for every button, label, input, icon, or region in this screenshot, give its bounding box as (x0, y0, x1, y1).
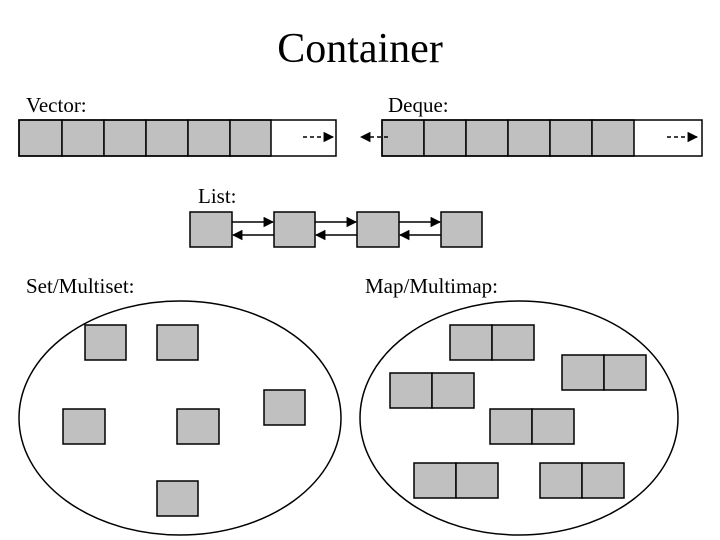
map-pair (413, 462, 499, 499)
vector-element (61, 119, 105, 157)
map-value (581, 462, 625, 499)
map-key (489, 408, 533, 445)
deque-element (549, 119, 593, 157)
vector-element (229, 119, 272, 157)
list-label: List: (198, 184, 237, 208)
deque-diagram (359, 119, 703, 157)
deque-element (465, 119, 509, 157)
map-key (449, 324, 493, 361)
list-node (356, 211, 400, 248)
list-node (189, 211, 233, 248)
deque-label: Deque: (388, 93, 449, 117)
set-element (156, 324, 199, 361)
map-multimap-label: Map/Multimap: (365, 274, 498, 298)
vector-element (145, 119, 189, 157)
set-multiset-diagram (18, 300, 342, 536)
vector-label: Vector: (26, 93, 87, 117)
map-key (413, 462, 457, 499)
map-pair (449, 324, 535, 361)
map-key (561, 354, 605, 391)
set-element (176, 408, 220, 445)
set-element (62, 408, 106, 445)
map-key (539, 462, 583, 499)
deque-element (507, 119, 551, 157)
list-diagram (189, 211, 483, 248)
map-value (531, 408, 575, 445)
list-node (273, 211, 316, 248)
set-element (84, 324, 127, 361)
map-pair (539, 462, 625, 499)
deque-element (423, 119, 467, 157)
map-value (431, 372, 475, 409)
diagram-title: Container (277, 26, 443, 72)
deque-outline (381, 119, 703, 157)
deque-element (591, 119, 635, 157)
map-value (491, 324, 535, 361)
map-pair (561, 354, 647, 391)
map-value (603, 354, 647, 391)
vector-element (187, 119, 231, 157)
map-value (455, 462, 499, 499)
set-element (263, 389, 306, 426)
vector-element (103, 119, 147, 157)
map-pair (389, 372, 475, 409)
map-key (389, 372, 433, 409)
set-multiset-label: Set/Multiset: (26, 274, 135, 298)
set-element (156, 480, 199, 517)
map-multimap-diagram (359, 300, 679, 536)
map-pair (489, 408, 575, 445)
vector-capacity-outline (18, 119, 337, 157)
deque-element (381, 119, 425, 157)
vector-element (18, 119, 63, 157)
vector-diagram (18, 119, 337, 157)
list-node (440, 211, 483, 248)
